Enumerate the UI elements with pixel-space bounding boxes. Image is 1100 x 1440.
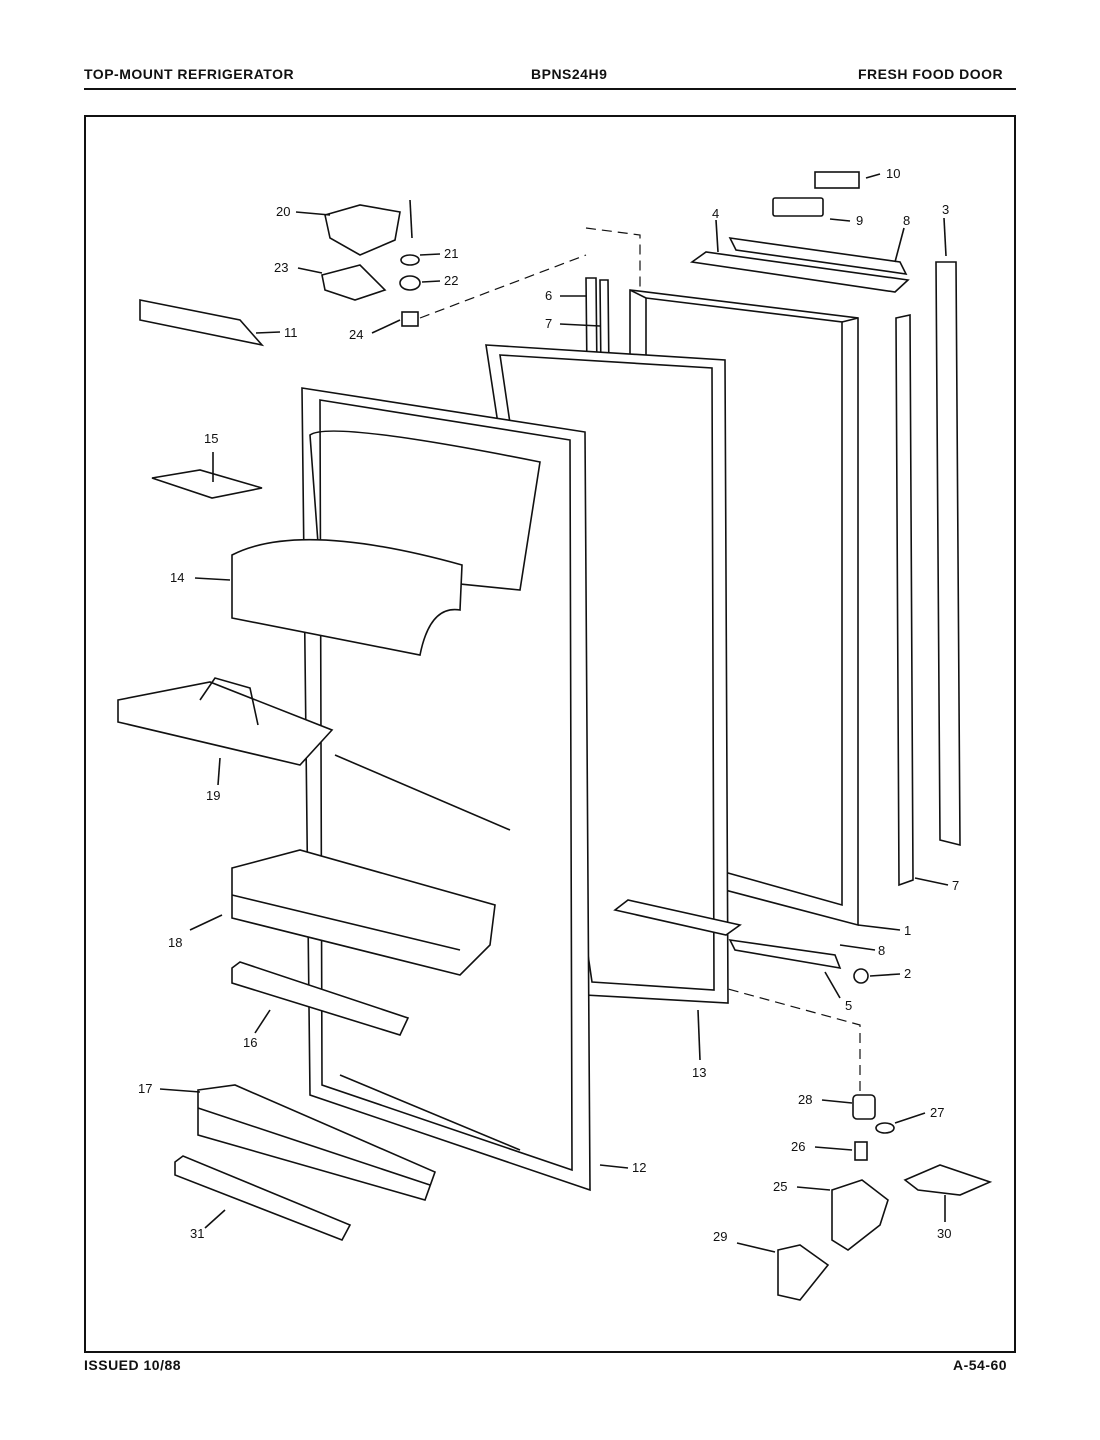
callout-20: 20	[276, 204, 290, 219]
callout-24: 24	[349, 327, 363, 342]
hinge-spacer	[401, 311, 419, 327]
leader-lines	[159, 173, 949, 1253]
callout-10: 10	[886, 166, 900, 181]
callout-2: 2	[904, 966, 911, 981]
callout-9: 9	[856, 213, 863, 228]
callout-31: 31	[190, 1226, 204, 1241]
callout-19: 19	[206, 788, 220, 803]
hinge-shim	[321, 264, 387, 301]
callout-11: 11	[284, 325, 298, 340]
footer-issue-date: ISSUED 10/88	[84, 1357, 182, 1373]
callout-13: 13	[692, 1065, 706, 1080]
callout-17: 17	[138, 1081, 152, 1096]
nameplate-retainer	[772, 197, 824, 217]
assembly-guide-hinge-top	[419, 254, 587, 319]
hinge-washer	[400, 254, 420, 266]
footer-page-code: A-54-60	[953, 1357, 1008, 1373]
hinge-support-bracket	[777, 1244, 830, 1301]
bottom-end-cap	[613, 899, 742, 936]
top-hinge-pin	[409, 199, 413, 239]
dairy-shelf-bracket	[151, 469, 263, 499]
bottom-trim-strip	[728, 938, 842, 970]
callout-5: 5	[845, 998, 852, 1013]
header-model-number: BPNS24H9	[531, 66, 608, 82]
callout-28: 28	[798, 1092, 812, 1107]
callout-6: 6	[545, 288, 552, 303]
top-end-cap	[689, 251, 910, 293]
header-rule	[84, 88, 1016, 90]
nameplate	[814, 171, 860, 189]
right-door-trim	[935, 261, 961, 847]
egg-tray	[117, 677, 334, 766]
callout-22: 22	[444, 273, 458, 288]
callout-7-bottom: 7	[952, 878, 959, 893]
callout-15: 15	[204, 431, 218, 446]
bottom-hinge-bracket	[831, 1179, 889, 1251]
callout-8-top: 8	[903, 213, 910, 228]
callout-26: 26	[791, 1139, 805, 1154]
callout-16: 16	[243, 1035, 257, 1050]
callout-3: 3	[942, 202, 949, 217]
callout-21: 21	[444, 246, 458, 261]
dairy-compartment-door	[231, 538, 463, 656]
hinge-bushing	[399, 275, 421, 291]
callout-4: 4	[712, 206, 719, 221]
callout-30: 30	[937, 1226, 951, 1241]
inner-door-liner	[301, 387, 591, 1192]
hinge-pin-bushing	[852, 1094, 876, 1120]
hinge-pin	[854, 1141, 868, 1161]
bottom-hinge-plate	[903, 1164, 993, 1196]
bottom-bin-trim-strip	[174, 1155, 352, 1242]
callout-1: 1	[904, 923, 911, 938]
screw	[853, 968, 869, 984]
callout-29: 29	[713, 1229, 727, 1244]
header-title-right: FRESH FOOD DOOR	[858, 66, 1004, 82]
hinge-washer-bottom	[875, 1122, 895, 1134]
hinge-cover	[139, 299, 265, 347]
callout-27: 27	[930, 1105, 944, 1120]
diagram-frame	[84, 115, 1016, 1353]
callout-12: 12	[632, 1160, 646, 1175]
header-title-left: TOP-MOUNT REFRIGERATOR	[84, 66, 295, 82]
shelf-trim-strip	[231, 961, 410, 1036]
callout-8-bottom: 8	[878, 943, 885, 958]
callout-7-top: 7	[545, 316, 552, 331]
right-breaker-strip	[895, 314, 914, 887]
callout-labels: 10 9 4 8 3 6 7 20 21 22 23 24 11 15 14 1…	[138, 166, 959, 1244]
callout-23: 23	[274, 260, 288, 275]
door-shelf-bin	[231, 849, 496, 976]
top-hinge	[324, 204, 401, 256]
bottom-door-bin	[197, 1084, 437, 1201]
callout-14: 14	[170, 570, 184, 585]
callout-18: 18	[168, 935, 182, 950]
callout-25: 25	[773, 1179, 787, 1194]
top-trim-strip	[728, 236, 908, 276]
